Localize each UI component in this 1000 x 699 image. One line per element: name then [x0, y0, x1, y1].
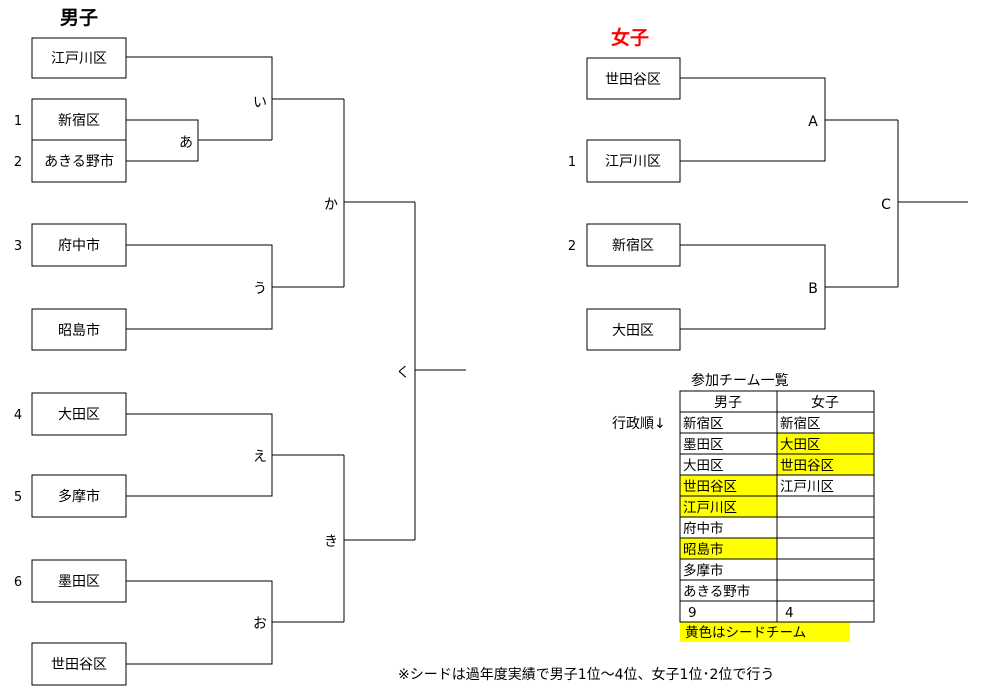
participants-caption: 参加チーム一覧 — [691, 372, 789, 389]
men-team-name: 世田谷区 — [51, 657, 107, 673]
women-team-box: 新宿区 — [586, 223, 681, 267]
women-team-box: 大田区 — [586, 308, 681, 351]
women-match-label: A — [808, 114, 818, 130]
men-team-name: 新宿区 — [58, 112, 100, 129]
men-seed-number: 6 — [14, 575, 22, 590]
men-team-box: あきる野市 — [31, 139, 127, 183]
participant-cell-men: あきる野市 — [683, 583, 750, 600]
seed-legend: 黄色はシードチーム — [685, 624, 806, 641]
women-match-label: B — [808, 281, 818, 297]
men-match-label: く — [396, 365, 410, 381]
men-seed-number: 3 — [14, 239, 22, 254]
women-team-name: 新宿区 — [612, 237, 654, 254]
participants-header-women: 女子 — [811, 394, 839, 411]
men-match-label: お — [253, 616, 267, 632]
men-team-name: 府中市 — [58, 237, 100, 254]
men-team-name: 墨田区 — [58, 574, 100, 590]
participant-cell-men: 世田谷区 — [683, 479, 737, 495]
participant-cell-men: 多摩市 — [683, 562, 724, 579]
women-team-name: 大田区 — [612, 323, 654, 339]
participants-header-men: 男子 — [714, 395, 742, 411]
participant-cell-women: 新宿区 — [780, 415, 821, 432]
men-team-box: 府中市 — [31, 223, 127, 267]
men-bracket: 男子 江戸川区 新宿区 あきる野市 府中市 昭島市 大田区 多摩市 — [14, 7, 466, 686]
women-team-box: 世田谷区 — [586, 57, 681, 100]
participant-total-men: 9 — [688, 605, 697, 621]
men-team-box: 世田谷区 — [31, 642, 127, 686]
participant-cell-women: 江戸川区 — [780, 479, 834, 495]
participants-grid — [679, 390, 875, 623]
men-team-box: 大田区 — [31, 392, 127, 436]
men-match-label: き — [324, 534, 338, 550]
participant-cell-men: 新宿区 — [683, 415, 724, 432]
participant-cell-women: 世田谷区 — [780, 458, 834, 474]
men-match-label: え — [253, 449, 267, 465]
men-team-box: 江戸川区 — [31, 37, 127, 79]
men-title: 男子 — [60, 7, 98, 29]
men-team-name: 多摩市 — [58, 488, 100, 505]
seed-highlights — [680, 433, 874, 642]
men-seed-number: 1 — [14, 114, 22, 129]
women-match-label: C — [881, 197, 891, 213]
women-team-box: 江戸川区 — [586, 139, 681, 183]
participant-cell-women: 大田区 — [780, 437, 821, 453]
men-match-label: い — [253, 95, 267, 111]
men-team-box: 多摩市 — [31, 474, 127, 518]
participant-total-women: 4 — [785, 605, 794, 621]
women-bracket: 女子 世田谷区 江戸川区 新宿区 大田区 1 2 — [568, 26, 968, 351]
men-team-box: 新宿区 — [31, 98, 127, 141]
participant-cell-men: 府中市 — [683, 520, 724, 537]
men-seed-number: 4 — [14, 408, 22, 423]
men-match-label: あ — [179, 135, 193, 151]
men-team-box: 昭島市 — [31, 308, 127, 351]
participant-cell-men: 墨田区 — [683, 437, 724, 453]
men-team-name: 昭島市 — [58, 322, 100, 339]
men-team-box: 墨田区 — [31, 559, 127, 603]
men-bracket-lines — [126, 56, 466, 665]
men-team-name: あきる野市 — [44, 153, 114, 170]
women-seed-number: 2 — [568, 239, 576, 254]
men-team-name: 大田区 — [58, 407, 100, 423]
men-match-label: か — [324, 197, 338, 213]
women-team-name: 世田谷区 — [605, 72, 661, 88]
participant-cell-men: 大田区 — [683, 458, 724, 474]
participants-table: 参加チーム一覧 行政順↓ 男子 女子 — [612, 372, 875, 642]
men-match-label: う — [253, 281, 267, 297]
participant-cell-men: 昭島市 — [683, 541, 724, 558]
women-seed-number: 1 — [568, 155, 576, 170]
women-title: 女子 — [611, 26, 649, 49]
women-bracket-lines — [680, 77, 968, 330]
men-seed-number: 2 — [14, 155, 22, 170]
men-seed-number: 5 — [14, 490, 22, 505]
order-label: 行政順↓ — [612, 416, 666, 432]
seed-note: ※シードは過年度実績で男子1位〜4位、女子1位･2位で行う — [398, 666, 774, 683]
men-team-name: 江戸川区 — [51, 51, 107, 67]
women-team-name: 江戸川区 — [605, 154, 661, 170]
participant-cell-men: 江戸川区 — [683, 500, 737, 516]
